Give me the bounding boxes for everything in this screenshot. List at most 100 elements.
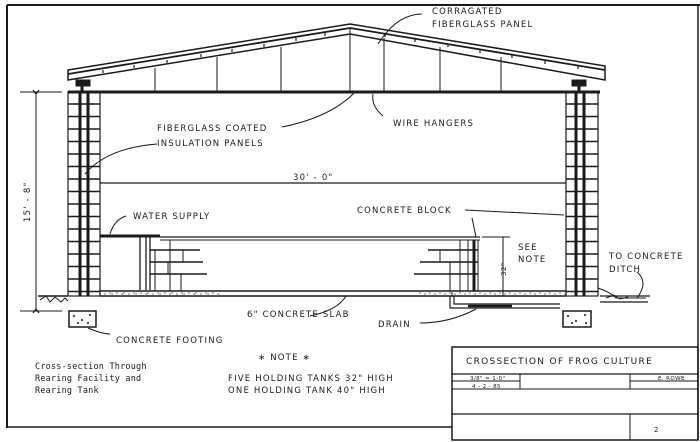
slab-stipple	[99, 292, 566, 295]
stipple-dot	[200, 293, 202, 295]
roof-panel-label-2: FIBERGLASS PANEL	[432, 20, 533, 30]
stipple-dot	[504, 293, 506, 295]
drain-label: DRAIN	[378, 320, 411, 330]
width-dimension: 30' - 0"	[293, 173, 334, 183]
stipple-dot	[434, 293, 436, 295]
stipple-dot	[494, 293, 496, 295]
insulation-label-2: INSULATION PANELS	[157, 139, 264, 149]
title-block	[451, 346, 699, 441]
stipple-dot	[111, 293, 113, 295]
drawn-by-value: E. ROWE	[658, 376, 685, 382]
concrete-footing-label: CONCRETE FOOTING	[116, 336, 224, 346]
stipple-dot	[534, 293, 536, 295]
slab-and-grade	[38, 287, 650, 303]
stipple-dot	[135, 293, 137, 295]
stipple-dot	[564, 293, 566, 295]
drain-pipe	[449, 296, 560, 309]
stipple-dot	[104, 293, 106, 295]
caption-line-1: Cross-section Through	[35, 362, 147, 372]
roof-panel-label: CORRAGATED	[432, 7, 503, 17]
concrete-block-label: CONCRETE BLOCK	[357, 206, 452, 216]
stipple-dot	[429, 292, 431, 294]
caption-line-3: Rearing Tank	[35, 386, 99, 396]
roof	[67, 23, 606, 94]
to-ditch-label-2: DITCH	[609, 265, 641, 275]
stipple-dot	[212, 292, 214, 294]
caption-line-2: Rearing Facility and	[35, 374, 141, 384]
stipple-dot	[140, 292, 142, 294]
roof-purlins	[102, 33, 579, 73]
roof-hangers	[154, 38, 502, 92]
stipple-dot	[157, 292, 159, 294]
stipple-dot	[549, 292, 551, 294]
stipple-dot	[479, 292, 481, 294]
stipple-dot	[469, 292, 471, 294]
stipple-dot	[193, 293, 195, 295]
note-block: ∗ NOTE ∗ FIVE HOLDING TANKS 32" HIGH ONE…	[228, 353, 394, 396]
rearing-tank	[100, 234, 480, 296]
stipple-dot	[207, 293, 209, 295]
stipple-dot	[539, 292, 541, 294]
stipple-dot	[123, 292, 125, 294]
callouts: CORRAGATED FIBERGLASS PANEL FIBERGLASS C…	[116, 7, 684, 346]
right-footing	[562, 310, 592, 328]
stipple-dot	[164, 292, 166, 294]
stipple-dot	[217, 293, 219, 295]
insulation-label: FIBERGLASS COATED	[157, 124, 267, 134]
stipple-dot	[176, 293, 178, 295]
note-line-2: ONE HOLDING TANK 40" HIGH	[228, 386, 386, 396]
stipple-dot	[121, 293, 123, 295]
left-tank-block-stack	[150, 240, 207, 291]
stipple-dot	[419, 292, 421, 294]
right-tank-block-stack	[414, 240, 479, 296]
sheet-number: 2	[654, 426, 659, 434]
stipple-dot	[449, 292, 451, 294]
stipple-dot	[439, 292, 441, 294]
stipple-dot	[99, 292, 101, 294]
leader-lines	[84, 13, 644, 335]
stipple-dot	[152, 293, 154, 295]
wall-height-dimension: 15' - 8"	[23, 181, 33, 222]
stipple-dot	[159, 293, 161, 295]
stipple-dot	[454, 293, 456, 295]
stipple-dot	[188, 292, 190, 294]
stipple-dot	[195, 292, 197, 294]
stipple-dot	[181, 292, 183, 294]
see-note-label: SEE	[518, 243, 538, 253]
note-heading: ∗ NOTE ∗	[258, 353, 311, 363]
stipple-dot	[424, 293, 426, 295]
stipple-dot	[128, 293, 130, 295]
stipple-dot	[133, 292, 135, 294]
dimension-text: 30' - 0" 15' - 8" 32"	[23, 173, 508, 276]
stipple-dot	[183, 293, 185, 295]
stipple-dot	[514, 293, 516, 295]
date-value: 4 - 2 - 85	[472, 384, 501, 390]
drawing-title: CROSSECTION OF FROG CULTURE	[466, 357, 653, 367]
stipple-dot	[544, 293, 546, 295]
stipple-dot	[484, 293, 486, 295]
water-supply-label: WATER SUPPLY	[133, 212, 210, 222]
stipple-dot	[464, 293, 466, 295]
tank-height-dimension: 32"	[500, 262, 508, 276]
stipple-dot	[147, 292, 149, 294]
to-ditch-label: TO CONCRETE	[608, 252, 684, 262]
stipple-dot	[554, 293, 556, 295]
stipple-dot	[559, 292, 561, 294]
note-line-1: FIVE HOLDING TANKS 32" HIGH	[228, 374, 394, 384]
scale-value: 3/8" = 1-0"	[470, 376, 505, 382]
stipple-dot	[205, 292, 207, 294]
concrete-slab-label: 6" CONCRETE SLAB	[247, 310, 350, 320]
stipple-dot	[519, 292, 521, 294]
stipple-dot	[444, 293, 446, 295]
stipple-dot	[109, 292, 111, 294]
stipple-dot	[499, 292, 501, 294]
stipple-dot	[524, 293, 526, 295]
caption: Cross-section Through Rearing Facility a…	[35, 362, 147, 396]
left-block-wall	[67, 91, 101, 297]
stipple-dot	[474, 293, 476, 295]
stipple-dot	[459, 292, 461, 294]
right-block-wall	[565, 91, 599, 297]
wire-hangers-label: WIRE HANGERS	[393, 119, 474, 129]
stipple-dot	[171, 292, 173, 294]
